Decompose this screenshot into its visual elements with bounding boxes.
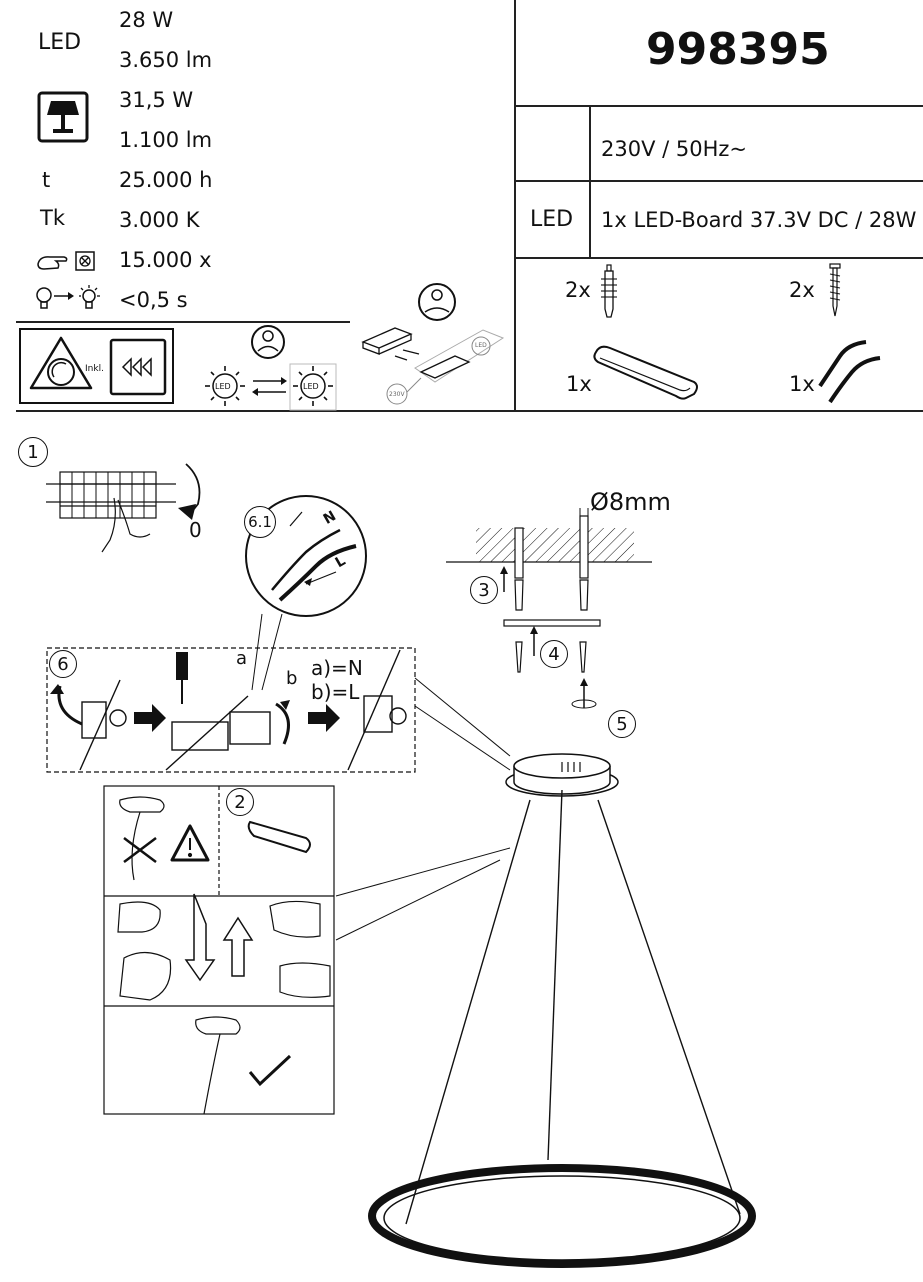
- a-equals-n: a)=N: [311, 656, 363, 680]
- right-row-line-2: [514, 180, 923, 182]
- led-board-label: LED: [530, 207, 574, 232]
- cover-strip-icon: [590, 338, 702, 408]
- led-board-value: 1x LED-Board 37.3V DC / 28W: [601, 208, 917, 232]
- equiv-power: 31,5 W: [119, 88, 194, 112]
- left-divider: [16, 321, 350, 323]
- part-qty-cable: 1x: [789, 372, 815, 396]
- color-temp-value: 3.000 K: [119, 208, 200, 232]
- led-lumen: 3.650 lm: [119, 48, 213, 72]
- step-5-number: 5: [616, 713, 628, 735]
- b-equals-l: b)=L: [311, 680, 360, 704]
- product-number: 998395: [646, 24, 830, 75]
- top-bottom-border: [16, 410, 923, 412]
- step-2-badge: 2: [226, 788, 254, 816]
- step-1-badge: 1: [18, 437, 48, 467]
- step-2-number: 2: [234, 791, 246, 813]
- center-divider: [514, 0, 516, 412]
- step-4-number: 4: [548, 643, 560, 665]
- led-label: LED: [38, 30, 82, 55]
- drill-diameter: Ø8mm: [590, 488, 671, 516]
- lifetime-value: 25.000 h: [119, 168, 213, 192]
- switch-cycles-icon: [34, 248, 98, 274]
- startup-icon: [34, 284, 104, 314]
- lifetime-symbol: t: [42, 168, 51, 192]
- step-3-badge: 3: [470, 576, 498, 604]
- driver-swap-diagram: LED 230V: [355, 282, 515, 410]
- part-qty-cover-strip: 1x: [566, 372, 592, 396]
- step-61-badge: 6.1: [244, 506, 276, 538]
- part-qty-screw: 2x: [789, 278, 815, 302]
- step-4-badge: 4: [540, 640, 568, 668]
- switch-cycles-value: 15.000 x: [119, 248, 212, 272]
- wall-plug-icon: [598, 263, 620, 319]
- right-row-line-3: [514, 257, 923, 259]
- step-5-badge: 5: [608, 710, 636, 738]
- led-power: 28 W: [119, 8, 174, 32]
- equiv-lumen: 1.100 lm: [119, 128, 213, 152]
- startup-value: <0,5 s: [119, 288, 188, 312]
- label-b: b: [286, 668, 298, 689]
- driver-230v-label: 230V: [389, 391, 405, 398]
- step-61-number: 6.1: [248, 513, 272, 531]
- inkl-label: Inkl.: [85, 364, 104, 374]
- color-temp-symbol: Tk: [40, 206, 65, 230]
- led-swap-diagram: LED LED: [196, 322, 366, 412]
- step-6-number: 6: [57, 653, 69, 675]
- step-6-badge: 6: [49, 650, 77, 678]
- dimmer-box: Inkl.: [19, 328, 174, 404]
- cable-icon: [816, 338, 886, 408]
- led-badge-left: LED: [215, 382, 231, 391]
- lamp-equivalent-icon: [37, 91, 89, 143]
- led-badge-right: LED: [303, 382, 319, 391]
- step-1-number: 1: [27, 441, 39, 463]
- label-a: a: [236, 648, 248, 669]
- color-temp-symbol-text: Tk: [40, 206, 65, 230]
- driver-led-label: LED: [475, 342, 487, 349]
- screw-icon: [826, 262, 844, 318]
- step-3-number: 3: [478, 579, 490, 601]
- right-row-line-1: [514, 105, 923, 107]
- right-col-line: [589, 105, 591, 257]
- step-1-zero: 0: [189, 518, 202, 542]
- part-qty-wall-plug: 2x: [565, 278, 591, 302]
- voltage-value: 230V / 50Hz~: [601, 137, 748, 161]
